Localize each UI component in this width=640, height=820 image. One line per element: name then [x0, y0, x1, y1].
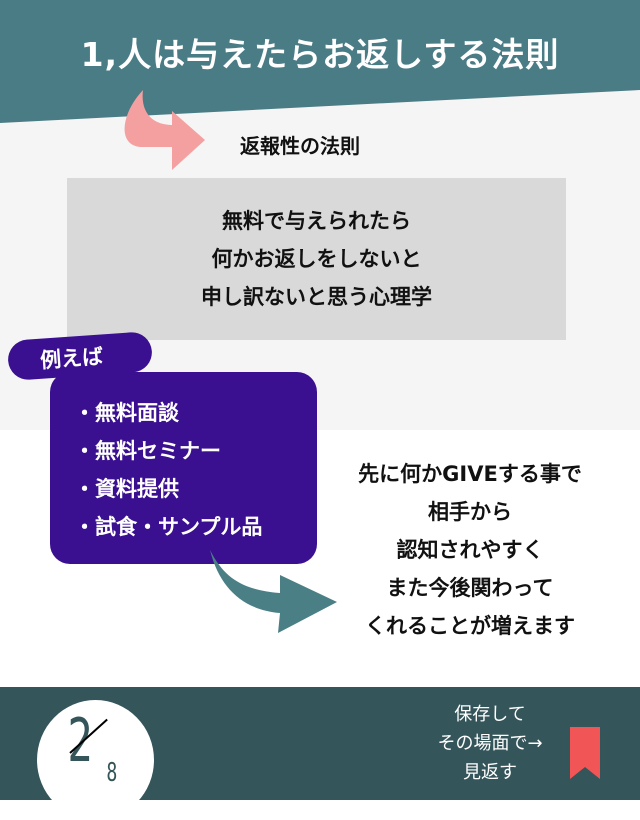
examples-box: ・無料面談 ・無料セミナー ・資料提供 ・試食・サンプル品 — [50, 372, 317, 564]
curved-arrow-icon — [210, 550, 337, 633]
save-line: 保存して — [454, 704, 526, 725]
explanation-line: くれることが増えます — [365, 614, 575, 638]
definition-line: 何かお返しをしないと — [211, 247, 422, 271]
explanation-text: 先に何かGIVEする事で 相手から 認知されやすく また今後関わって くれること… — [320, 455, 620, 645]
page-indicator — [37, 700, 154, 820]
header-background — [0, 0, 640, 123]
example-item: ・無料セミナー — [74, 439, 221, 463]
example-item: ・資料提供 — [74, 477, 179, 501]
page-total: 8 — [106, 758, 118, 788]
explanation-line: 認知されやすく — [396, 538, 544, 562]
save-line: 見返す — [463, 762, 517, 783]
subtitle: 返報性の法則 — [240, 134, 360, 158]
save-prompt: 保存して その場面で→ 見返す — [400, 700, 580, 787]
example-item: ・無料面談 — [74, 401, 179, 425]
explanation-line: また今後関わって — [386, 576, 554, 600]
example-item: ・試食・サンプル品 — [74, 515, 263, 539]
explanation-line: 相手から — [428, 500, 512, 524]
bookmark-icon[interactable] — [570, 727, 602, 781]
save-line: その場面で→ — [437, 733, 543, 754]
definition-line: 無料で与えられたら — [222, 209, 411, 233]
definition-line: 申し訳ないと思う心理学 — [201, 285, 432, 309]
definition-box: 無料で与えられたら 何かお返しをしないと 申し訳ないと思う心理学 — [67, 178, 566, 340]
curved-arrow-icon — [124, 90, 205, 170]
page-title: 1,人は与えたらお返しする法則 — [80, 35, 560, 74]
explanation-line: 先に何かGIVEする事で — [358, 462, 582, 486]
